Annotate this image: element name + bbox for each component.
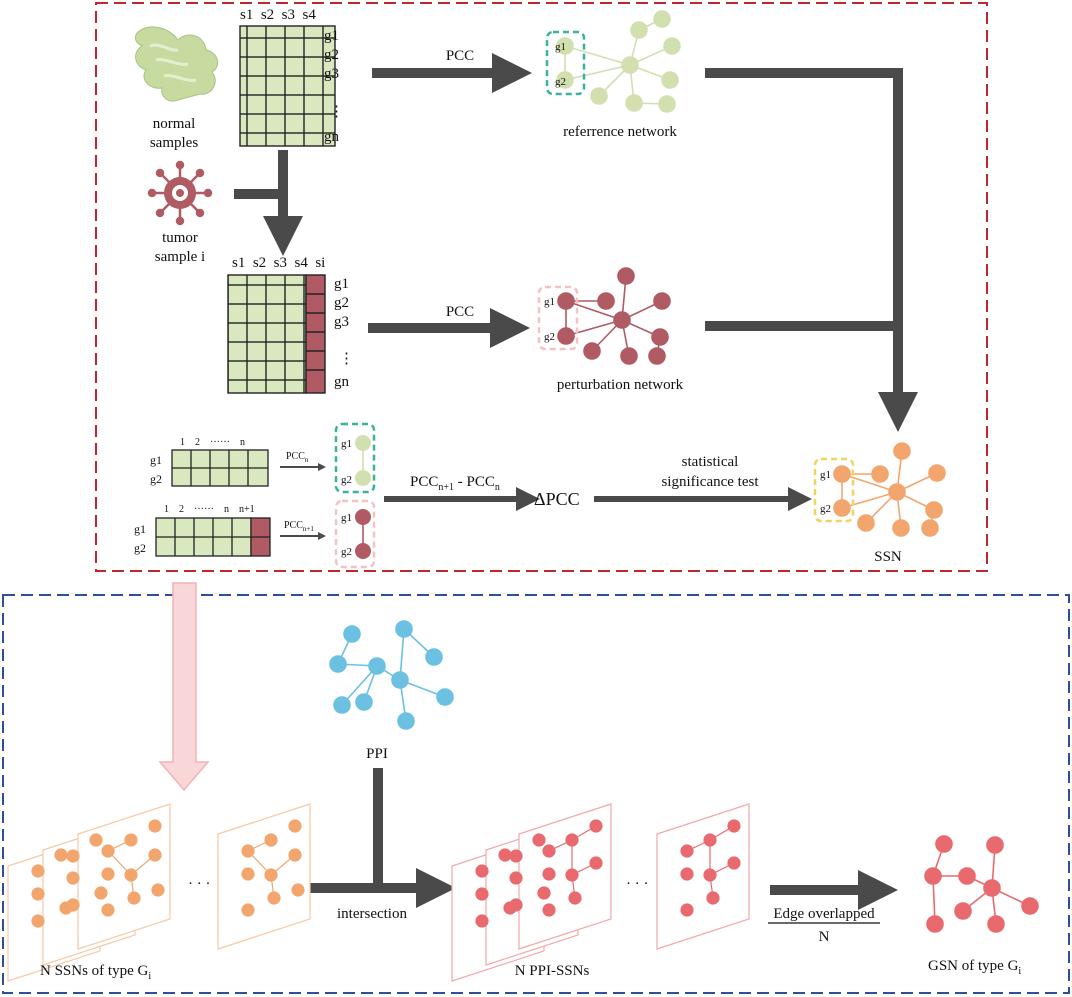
stat-test-label-1: statistical (682, 454, 739, 470)
small1-g2: g2 (150, 472, 162, 486)
matrix2-vdots: ⋮ (339, 351, 354, 367)
normal-samples-label-1: normal (153, 116, 196, 132)
intersection-label: intersection (337, 906, 407, 922)
gsn-label: GSN of type Gi (928, 958, 1021, 977)
normal-samples-label-2: samples (150, 135, 198, 151)
tumor-expression-matrix (227, 274, 307, 394)
pair-tumor-g1: g1 (341, 512, 352, 524)
edge-overlapped-label: Edge overlapped (773, 906, 875, 922)
n-denominator-label: N (819, 929, 830, 945)
ssn-stack-nodes (31, 819, 305, 928)
perturbation-network-label: perturbation network (557, 377, 684, 393)
matrix1-gn: gn (324, 129, 340, 145)
perturbation-network (557, 267, 671, 365)
ref-g2-label: g2 (555, 76, 566, 88)
pcc-label-perturbation: PCC (446, 304, 474, 320)
small2-g2: g2 (134, 541, 146, 555)
reference-network-label: referrence network (563, 124, 677, 140)
pcc-n-label: PCCn (286, 451, 309, 464)
pair-normal-g1: g1 (341, 438, 352, 450)
small-matrix2-header: 1 2 ······ n n+1 (164, 504, 255, 515)
pair-normal-g2: g2 (341, 474, 352, 486)
ssn-g2-label: g2 (820, 503, 831, 515)
tumor-sample-icon (147, 160, 213, 226)
normal-expression-matrix (239, 25, 336, 147)
tumor-sample-column (305, 274, 326, 394)
matrix1-g2: g2 (324, 47, 339, 63)
ssn-label: SSN (874, 549, 902, 565)
matrix1-g1: g1 (324, 28, 339, 44)
matrix2-g1: g1 (334, 276, 349, 292)
reference-gene-pair-box (545, 30, 586, 96)
tumor-sample-label-2: sample i (155, 249, 205, 265)
ssn-g1-label: g1 (820, 469, 831, 481)
perturbation-gene-pair-box (537, 285, 579, 351)
n-ssns-label: N SSNs of type Gi (40, 963, 151, 982)
matrix1-vdots: ⋮ (329, 104, 344, 120)
matrix1-header: s1 s2 s3 s4 (240, 7, 316, 23)
small-matrix1-header: 1 2 ······ n (180, 437, 245, 448)
matrix1-g3: g3 (324, 66, 339, 82)
stat-test-label-2: significance test (661, 474, 759, 490)
small1-g1: g1 (150, 453, 162, 467)
pert-g2-label: g2 (544, 331, 555, 343)
reference-network (556, 10, 681, 113)
tumor-sample-label-1: tumor (162, 230, 198, 246)
pair-box-normal (334, 422, 376, 494)
pcc-diff-label: PCCn+1 - PCCn (410, 474, 500, 493)
matrix2-header: s1 s2 s3 s4 si (232, 255, 325, 271)
n-ppi-ssns-label: N PPI-SSNs (515, 963, 590, 979)
ssn-network (833, 442, 946, 537)
delta-pcc-label: ΔPCC (534, 489, 580, 509)
pcc-label-reference: PCC (446, 48, 474, 64)
ppi-ssn-stack-nodes (475, 819, 741, 928)
pair-tumor-g2: g2 (341, 546, 352, 558)
ppi-ssn-layer-n (656, 803, 750, 950)
ssn-ellipsis: · · · (188, 876, 211, 892)
matrix2-gn: gn (334, 374, 350, 390)
pcc-n1-label: PCCn+1 (284, 520, 314, 533)
group-network-frame (2, 594, 1070, 994)
matrix2-g2: g2 (334, 295, 349, 311)
pair-box-tumor (334, 499, 376, 569)
matrix2-g3: g3 (334, 314, 349, 330)
ppi-label: PPI (366, 746, 388, 762)
ppi-network (329, 620, 454, 730)
ppi-ssn-stack (451, 803, 750, 982)
small2-g1: g1 (134, 522, 146, 536)
pink-down-arrow (158, 582, 210, 792)
pert-g1-label: g1 (544, 296, 555, 308)
ssn-gene-pair-box (813, 457, 855, 523)
normal-samples-icon (134, 26, 219, 102)
gsn-network (924, 835, 1039, 933)
ppi-ssn-ellipsis: · · · (626, 876, 649, 892)
ssn-layer-n (217, 803, 311, 950)
single-sample-network-frame (95, 2, 988, 572)
ref-g1-label: g1 (555, 41, 566, 53)
